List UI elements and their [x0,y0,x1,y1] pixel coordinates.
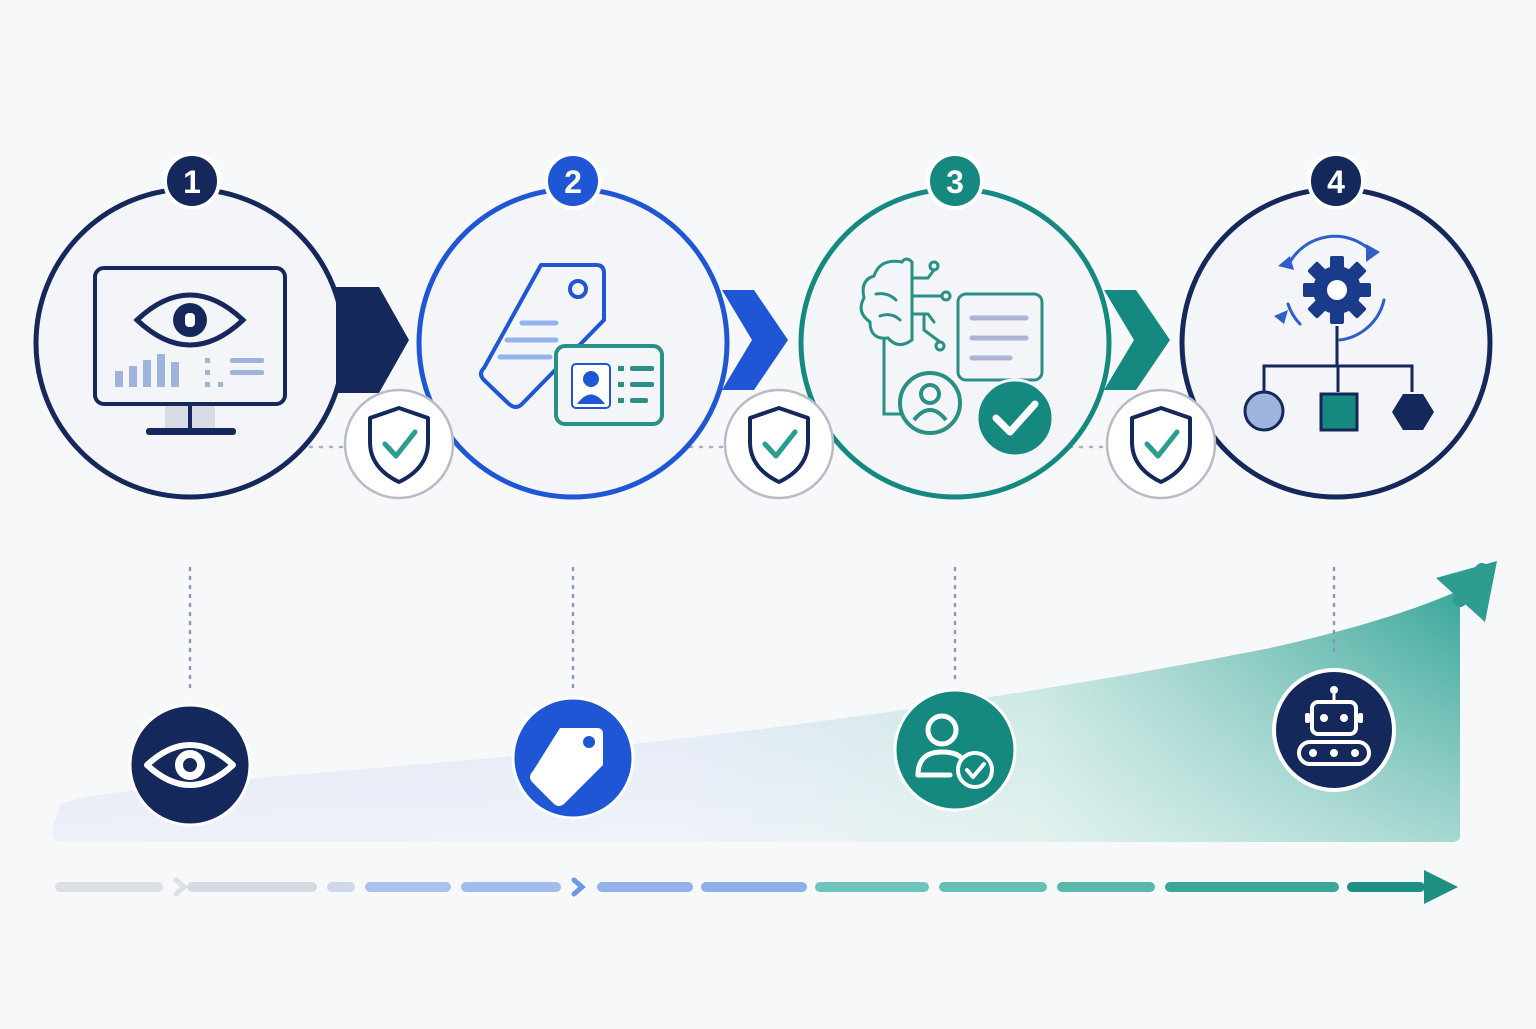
step-3-ring [798,186,1112,500]
step-4-badge: 4 [1307,152,1365,210]
shield-check-icon [748,406,810,484]
step-2: 2 [416,152,788,500]
tag-icon [530,728,603,806]
progress-track [55,870,1458,904]
tag-id-card-icon [479,263,664,426]
trend-arrow-icon [1436,561,1497,622]
milestone-2 [511,696,635,820]
dashed-arrow-icon [55,870,1458,904]
step-2-badge: 2 [544,152,602,210]
eye-icon [144,742,236,788]
robot-icon [1297,686,1371,766]
shield-connector-1 [343,388,455,500]
growth-curve [52,561,1497,842]
vertical-guides [188,566,1336,692]
monitor-eye-icon [93,266,287,435]
step-4: 4 [1179,152,1493,500]
step-1-badge: 1 [163,152,221,210]
milestone-4 [1272,668,1396,792]
step-3: 3 [798,152,1170,500]
step-1-chevron-arrow [336,287,409,393]
step-3-number: 3 [946,164,964,200]
step-4-number: 4 [1327,164,1345,200]
step-3-badge: 3 [926,152,984,210]
shield-connector-3 [1105,388,1217,500]
step-2-number: 2 [564,164,582,200]
step-2-chevron-arrow [722,290,788,390]
ai-brain-approval-icon [859,257,1055,458]
automation-workflow-icon [1243,234,1434,432]
step-1-number: 1 [183,164,201,200]
shield-check-icon [368,406,430,484]
shield-check-icon [1130,406,1192,484]
user-check-icon [915,713,994,789]
milestone-3 [893,688,1017,812]
step-1: 1 [33,152,409,500]
step-3-chevron-arrow [1104,290,1170,390]
shield-connector-2 [723,388,835,500]
milestone-1 [128,703,252,827]
